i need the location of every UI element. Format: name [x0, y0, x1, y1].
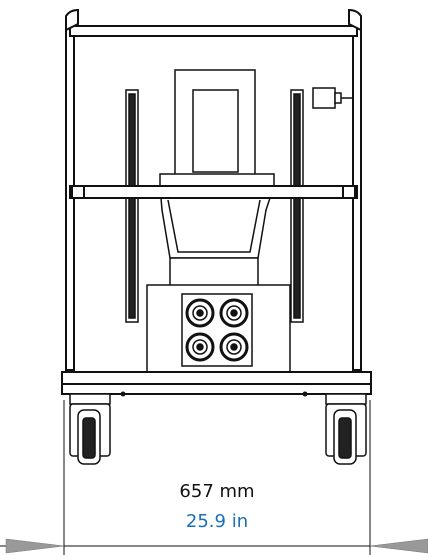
left-caster [69, 393, 111, 465]
hopper-neck [169, 257, 259, 287]
dimension-imperial-label: 25.9 in [186, 511, 248, 532]
cross-bar-left-bracket [71, 185, 85, 199]
top-left-corner [65, 8, 79, 32]
base-deck [61, 371, 372, 385]
fitting-top-right [219, 298, 249, 328]
fitting-bottom-right [219, 332, 249, 362]
cross-bar [69, 185, 358, 199]
right-caster [325, 393, 367, 465]
left-caster-hub [82, 417, 96, 459]
right-slot-inner [293, 93, 301, 319]
base-bolt-right [302, 391, 308, 397]
fitting-top-left [185, 298, 215, 328]
power-plug [312, 87, 352, 109]
fitting-bottom-left [185, 332, 215, 362]
dimension-metric-label: 657 mm [179, 481, 254, 502]
hopper-inner [167, 199, 261, 253]
left-caster-mount [69, 393, 111, 405]
dimension-arrow-right [369, 538, 428, 554]
right-caster-mount [325, 393, 367, 405]
upper-box-window [192, 89, 239, 173]
top-right-corner [348, 8, 362, 32]
pump-block [146, 284, 291, 375]
base-skirt [61, 383, 372, 395]
side-slots [125, 89, 304, 323]
upper-unit [174, 69, 256, 177]
dimension-lines [0, 400, 428, 555]
plug-neck [334, 92, 342, 104]
cross-bar-right-bracket [342, 185, 356, 199]
base-platform [61, 371, 372, 397]
cross-bar-rail [69, 185, 358, 199]
top-rail [69, 25, 358, 37]
left-slot-inner [128, 93, 136, 319]
dimension-arrow-left [5, 538, 65, 554]
base-bolt-left [120, 391, 126, 397]
right-caster-hub [338, 417, 352, 459]
plug-body [312, 87, 336, 109]
